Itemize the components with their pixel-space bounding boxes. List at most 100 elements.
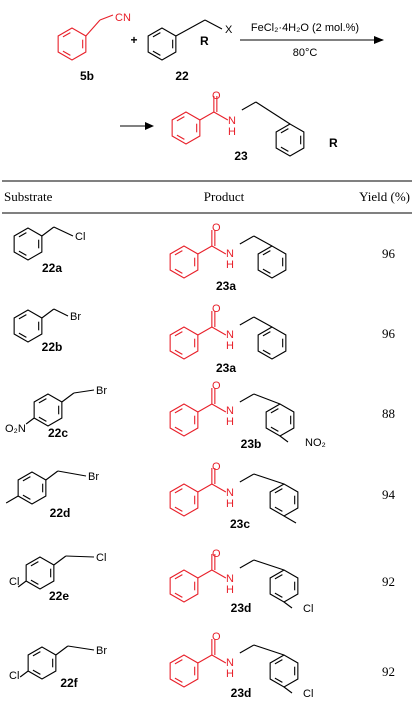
reaction-catalyst-condition: FeCl₂·4H₂O (2 mol.%) [251, 22, 359, 34]
table-row: Br 22b O N H 23a 96 [42, 303, 396, 375]
product-label-23d-row6: 23d [231, 686, 252, 700]
row4-hydrogen-label: H [226, 498, 234, 510]
product-para-23b: NO₂ [305, 437, 326, 449]
methylene-bond [239, 316, 255, 326]
substrate-para-22e: Cl [9, 576, 19, 588]
row1-oxygen-label: O [212, 222, 221, 234]
substrate-group-22e: Cl [96, 552, 106, 564]
aromatic-double-bond [38, 416, 47, 422]
aromatic-double-bond [22, 494, 31, 500]
substrate-label-22c: 22c [48, 426, 68, 440]
para-substituent-bond [25, 417, 35, 425]
table-row: Br Cl 22f O N H Cl 23d 92 [9, 631, 395, 700]
aromatic-double-bond [30, 561, 39, 567]
yield-value-row2: 96 [382, 326, 396, 341]
product-label-23a-row1: 23a [216, 279, 236, 293]
methylene-bond [255, 101, 291, 125]
benzyl-halide-bond [67, 645, 95, 651]
product-label-23b: 23b [241, 437, 262, 451]
methylene-bond [253, 473, 285, 485]
product-para-23d-row5: Cl [303, 603, 313, 615]
methylene-bond [241, 101, 257, 111]
benzyl-product-ring [257, 245, 287, 279]
leaving-group-x: X [225, 24, 233, 36]
product-hydrogen-label: H [228, 126, 236, 138]
aromatic-double-bond [32, 651, 41, 657]
amide-bond [211, 483, 227, 493]
aromatic-double-bond [22, 476, 31, 482]
benzyl-product-ring [269, 654, 299, 688]
substrate-group-22a: Cl [75, 231, 85, 243]
amide-bond [211, 245, 227, 255]
row6-nitrogen-label: N [226, 657, 234, 669]
table-row: Cl 22a O N H 23a 96 [42, 222, 396, 293]
substrate-ring [17, 471, 47, 505]
substrate-ring [13, 309, 43, 343]
yield-value-row3: 88 [382, 406, 395, 421]
benzyl-product-ring [269, 483, 299, 517]
substrate-group-22c: Br [96, 385, 107, 397]
reagent-5b-label: 5b [80, 69, 94, 83]
amide-bond [213, 111, 229, 121]
substrate-label-22f: 22f [60, 676, 78, 690]
plus-sign: + [130, 33, 137, 47]
product-substituent-r-label: R [329, 136, 338, 150]
nitrile-bond [85, 19, 101, 37]
para-substituent-bond [279, 435, 289, 443]
substrate-ring [13, 227, 43, 261]
methylene-bond [253, 235, 273, 247]
aromatic-double-bond [262, 349, 271, 355]
methylene-bond [253, 559, 285, 571]
benzamide-ring [171, 111, 201, 145]
methylene-bond [239, 473, 255, 483]
benzamide-ring [169, 403, 199, 437]
substrate-group-22f: Br [96, 645, 107, 657]
para-substituent-bond [283, 601, 293, 609]
benzamide-ring [169, 326, 199, 360]
table-row: Cl Cl 22e O N H Cl 23d 92 [9, 548, 395, 615]
row3-oxygen-label: O [212, 380, 221, 392]
substituent-r-label: R [200, 34, 209, 48]
aromatic-double-bond [18, 314, 27, 320]
methylene-bond [239, 235, 255, 245]
substrate-label-22a: 22a [42, 261, 62, 275]
aromatic-double-bond [174, 659, 183, 665]
amide-bond [211, 654, 227, 664]
row1-nitrogen-label: N [226, 248, 234, 260]
benzamide-ring [169, 245, 199, 279]
benzyl-product-ring [269, 569, 299, 603]
carbonyl-bond [197, 569, 213, 579]
benzyl-halide-bond [53, 308, 69, 317]
benzyl-halide-bond [53, 226, 74, 237]
substrate-label-22d: 22d [50, 506, 71, 520]
substrate-ring [27, 646, 57, 680]
substrate-ring [33, 393, 63, 427]
methylene-bond [253, 393, 281, 405]
row3-hydrogen-label: H [226, 416, 234, 428]
benzyl-ch2-bond [41, 226, 55, 237]
product-label-23a-row2: 23a [216, 361, 236, 375]
aromatic-double-bond [174, 592, 183, 598]
aromatic-double-bond [262, 250, 271, 256]
substrate-para-22c: O₂N [5, 423, 26, 435]
substrate-ring [25, 556, 55, 590]
aromatic-double-bond [62, 32, 71, 38]
substrate-label-22e: 22e [49, 589, 69, 603]
yield-value-row1: 96 [382, 246, 396, 261]
methylene-bond [253, 644, 285, 656]
product-label-23d-row5: 23d [231, 601, 252, 615]
benzyl-halide-bond [73, 389, 95, 394]
amide-bond [211, 326, 227, 336]
aromatic-double-bond [274, 488, 283, 494]
row2-oxygen-label: O [212, 303, 221, 315]
benzyl-ch2-bond [45, 470, 59, 481]
reaction-temperature-condition: 80°C [293, 47, 318, 59]
aromatic-double-bond [280, 146, 289, 152]
benzamide-ring [169, 654, 199, 688]
aromatic-double-bond [62, 50, 71, 56]
aromatic-double-bond [174, 488, 183, 494]
benzyl-bond [204, 19, 223, 30]
row5-oxygen-label: O [212, 548, 221, 560]
product-arrow-head [145, 122, 154, 130]
